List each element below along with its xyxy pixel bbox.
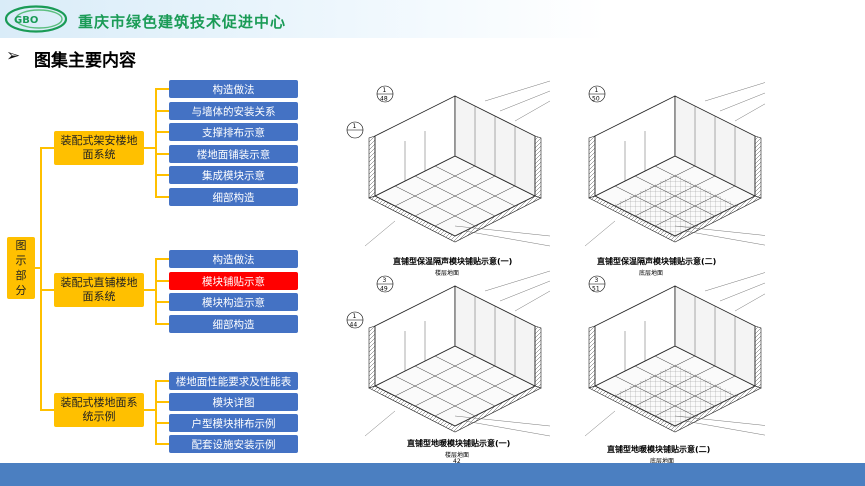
leaf-facility-installation[interactable]: 配套设施安装示例	[169, 435, 298, 453]
technical-drawings-panel: 1 1 48 1 50 1 44 3 49	[335, 76, 771, 466]
leaf-label: 集成模块示意	[202, 169, 265, 182]
drawing-subcaption: 楼层地面	[445, 452, 470, 459]
leaf-integrated-module[interactable]: 集成模块示意	[169, 166, 298, 184]
connector-line	[155, 258, 157, 323]
connector-line	[155, 380, 169, 382]
connector-line	[155, 401, 169, 403]
leaf-floor-paving[interactable]: 楼地面铺装示意	[169, 145, 298, 163]
connector-line	[144, 409, 156, 411]
drawing-caption: 直铺型地暖模块铺贴示意(二)	[607, 445, 711, 454]
drawing-caption: 直铺型保温隔声模块铺贴示意(二)	[597, 257, 717, 266]
connector-line	[155, 280, 169, 282]
isometric-drawings-image: 1 1 48 1 50 1 44 3 49	[346, 80, 771, 437]
connector-line	[155, 131, 169, 133]
leaf-construction-method[interactable]: 构造做法	[169, 80, 298, 98]
section-title: 图集主要内容	[34, 51, 136, 71]
svg-text:44: 44	[350, 322, 358, 329]
connector-line	[155, 196, 169, 198]
connector-line	[155, 443, 169, 445]
svg-text:3: 3	[383, 277, 387, 284]
drawing-subcaption: 底层地面	[650, 458, 675, 465]
leaf-label: 模块详图	[212, 396, 255, 409]
org-name: 重庆市绿色建筑技术促进中心	[78, 13, 287, 31]
connector-line	[155, 174, 169, 176]
drawing-caption: 直铺型保温隔声模块铺贴示意(一)	[393, 257, 513, 266]
drawing-3: 1 44 3 49	[346, 270, 551, 437]
connector-line	[40, 147, 54, 149]
drawing-subcaption: 楼层地面	[435, 270, 460, 277]
svg-text:GBO: GBO	[14, 15, 38, 26]
leaf-label: 细部构造	[212, 318, 255, 331]
drawing-1: 1 1 48	[346, 80, 551, 247]
svg-text:1: 1	[353, 123, 357, 130]
leaf-module-detail[interactable]: 模块详图	[169, 393, 298, 411]
leaf-label: 构造做法	[212, 253, 255, 266]
group-node-examples[interactable]: 装配式楼地面系统示例	[54, 393, 144, 427]
leaf-label: 楼地面性能要求及性能表	[175, 375, 292, 388]
group-label: 装配式架安楼地面系统	[60, 134, 138, 161]
connector-line	[155, 422, 169, 424]
leaf-module-laying-active[interactable]: 模块铺贴示意	[169, 272, 298, 290]
leaf-label: 楼地面铺装示意	[196, 148, 271, 161]
leaf-detail-construction[interactable]: 细部构造	[169, 188, 298, 206]
connector-line	[35, 267, 41, 269]
connector-line	[155, 323, 169, 325]
gbo-logo-icon: GBO	[4, 5, 68, 33]
connector-line	[40, 289, 54, 291]
leaf-label: 构造做法	[212, 83, 255, 96]
connector-line	[155, 301, 169, 303]
svg-text:1: 1	[353, 313, 357, 320]
footer-bar	[0, 463, 865, 486]
connector-line	[144, 147, 156, 149]
leaf-label: 模块构造示意	[202, 296, 265, 309]
header-bar: GBO 重庆市绿色建筑技术促进中心	[0, 0, 865, 38]
connector-line	[40, 409, 54, 411]
svg-text:50: 50	[592, 96, 600, 103]
svg-text:1: 1	[595, 87, 599, 94]
connector-line	[155, 88, 169, 90]
svg-text:1: 1	[383, 87, 387, 94]
connector-line	[155, 258, 169, 260]
leaf-label: 配套设施安装示例	[191, 438, 276, 451]
group-node-direct-floor[interactable]: 装配式直铺楼地面系统	[54, 273, 144, 307]
group-label: 装配式楼地面系统示例	[60, 396, 138, 423]
leaf-module-structure[interactable]: 模块构造示意	[169, 293, 298, 311]
connector-line	[155, 380, 157, 443]
leaf-wall-installation[interactable]: 与墙体的安装关系	[169, 102, 298, 120]
connector-line	[155, 110, 169, 112]
leaf-construction-method-2[interactable]: 构造做法	[169, 250, 298, 268]
drawing-4: 3 51	[584, 270, 771, 437]
drawing-2: 1 50	[584, 80, 771, 247]
leaf-unit-layout-example[interactable]: 户型模块排布示例	[169, 414, 298, 432]
group-node-raised-floor[interactable]: 装配式架安楼地面系统	[54, 131, 144, 165]
leaf-label: 户型模块排布示例	[191, 417, 276, 430]
connector-line	[155, 153, 169, 155]
tree-root-node[interactable]: 图示部分	[7, 237, 35, 299]
leaf-label: 与墙体的安装关系	[191, 105, 276, 118]
svg-text:49: 49	[380, 286, 388, 293]
tree-root-label: 图示部分	[15, 239, 27, 297]
connector-line	[144, 289, 156, 291]
connector-line	[40, 147, 42, 410]
drawing-caption: 直铺型地暖模块铺贴示意(一)	[407, 439, 511, 448]
leaf-label: 支撑排布示意	[202, 126, 265, 139]
leaf-support-layout[interactable]: 支撑排布示意	[169, 123, 298, 141]
leaf-label: 模块铺贴示意	[202, 275, 265, 288]
leaf-label: 细部构造	[212, 191, 255, 204]
svg-text:3: 3	[595, 277, 599, 284]
svg-text:48: 48	[380, 96, 388, 103]
page-number: 42	[453, 458, 461, 465]
leaf-detail-construction-2[interactable]: 细部构造	[169, 315, 298, 333]
leaf-performance-table[interactable]: 楼地面性能要求及性能表	[169, 372, 298, 390]
connector-line	[155, 88, 157, 197]
bullet-arrow-icon: ➢	[6, 46, 21, 66]
group-label: 装配式直铺楼地面系统	[60, 276, 138, 303]
drawing-subcaption: 底层地面	[639, 270, 664, 277]
svg-text:51: 51	[592, 286, 600, 293]
